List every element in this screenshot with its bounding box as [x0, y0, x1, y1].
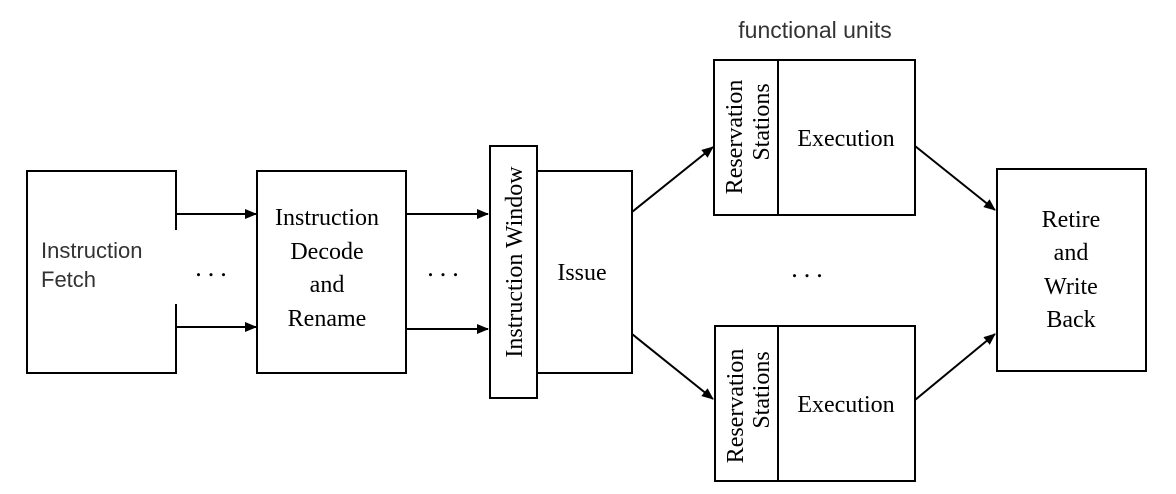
- instruction-fetch-label-line1: Instruction: [41, 238, 143, 263]
- issue-stage: Issue: [536, 170, 633, 374]
- retire-label-line2: and: [1054, 240, 1089, 266]
- execution-bottom-box: [777, 325, 916, 482]
- issue-to-top-unit-arrow: [631, 146, 714, 213]
- decode-label-line1: Instruction: [275, 205, 379, 231]
- issue-box: [536, 170, 633, 374]
- functional-units-ellipsis: ...: [791, 254, 829, 283]
- instruction-window-box: [489, 145, 538, 399]
- reservation-stations-top-line1: Reservation: [722, 80, 748, 195]
- retire-label-line3: Write: [1044, 274, 1098, 300]
- instruction-fetch-box: [26, 170, 177, 374]
- retire-label-line1: Retire: [1042, 207, 1101, 233]
- issue-to-bottom-unit-arrow: [631, 333, 714, 400]
- decode-label-line4: Rename: [288, 306, 367, 332]
- instruction-window-label: Instruction Window: [502, 166, 528, 358]
- execution-top-box: [777, 59, 916, 216]
- instruction-decode-stage: Instruction Decode and Rename: [256, 170, 407, 374]
- retire-box: [996, 168, 1147, 372]
- instruction-window-stage: Instruction Window: [489, 145, 538, 399]
- functional-units-title: functional units: [738, 17, 891, 43]
- retire-label-line4: Back: [1046, 307, 1095, 333]
- reservation-stations-bottom-line1: Reservation: [723, 349, 749, 464]
- execution-bottom-label: Execution: [797, 392, 894, 418]
- bottom-unit-to-retire-arrow: [914, 333, 996, 401]
- decode-label-line3: and: [310, 272, 345, 298]
- instruction-decode-box: [256, 170, 407, 374]
- functional-unit-top: Reservation Stations Execution: [713, 59, 916, 216]
- decode-window-ellipsis: ...: [427, 253, 465, 282]
- functional-unit-bottom: Reservation Stations Execution: [714, 325, 916, 482]
- reservation-stations-bottom-line2: Stations: [749, 351, 775, 428]
- issue-label: Issue: [557, 260, 606, 286]
- reservation-stations-top-box: [713, 59, 779, 216]
- instruction-fetch-label-line2: Fetch: [41, 267, 96, 292]
- top-unit-to-retire-arrow: [914, 145, 996, 211]
- reservation-stations-bottom-box: [714, 325, 779, 482]
- decode-label-line2: Decode: [290, 239, 363, 265]
- fetch-decode-ellipsis: ...: [195, 253, 233, 282]
- instruction-fetch-stage: Instruction Fetch: [26, 170, 177, 374]
- execution-top-label: Execution: [797, 126, 894, 152]
- retire-stage: Retire and Write Back: [996, 168, 1147, 372]
- reservation-stations-top-line2: Stations: [749, 83, 775, 160]
